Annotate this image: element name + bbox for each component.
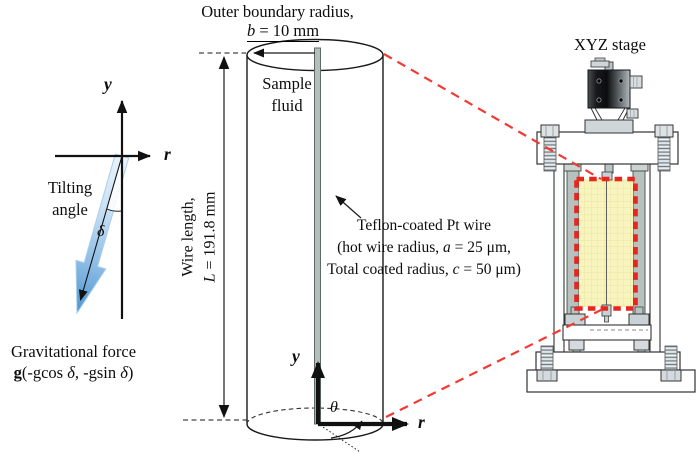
teflon-line3: Total coated radius, c = 50 μm) [327,260,521,278]
base-screw-head-left [536,369,558,382]
delta-label: δ [97,223,105,240]
outer-boundary-text: Outer boundary radius, [201,2,354,21]
cyl-r-axis-label: r [418,412,425,432]
stage-bracket [590,107,630,121]
zoom-connector-top [383,53,602,180]
bottom-flange [562,324,652,341]
wire-length-label: Wire length, [179,197,197,277]
left-r-axis-label: r [164,144,171,164]
teflon-wire-label: Teflon-coated Pt wire (hot wire radius, … [304,215,544,280]
tilting-angle-diagram [55,100,151,319]
gravity-vector-line [78,155,123,301]
wire-plug-stem [604,315,609,323]
flange-bolt-right [633,339,650,351]
outer-boundary-value: b = 10 mm [233,20,333,42]
zoom-link-overlay [383,53,638,418]
base-step [535,351,681,371]
plate-bolt-head-right [654,124,674,138]
plate-screw-thread-right [657,136,671,172]
plate-bolt-head-left [540,124,560,138]
gravitational-force-label: Gravitational force g(-gcos δ, -gsin δ) [0,341,147,383]
tilting-line1: Tilting [47,178,93,197]
teflon-pointer-arrow [335,195,362,219]
xyz-stage-block [587,69,631,109]
flange-bolt-left [568,339,585,351]
wire-length-value: L = 191.8 mm [201,191,219,283]
base-screw-thread-left [540,345,554,372]
cyl-y-axis-label: y [292,346,300,366]
zoom-connector-bottom [385,308,604,418]
xyz-stage-label: XYZ stage [574,35,646,54]
sample-fluid-line2: fluid [271,96,303,115]
bottom-ellipse-front [246,423,384,441]
outer-boundary-value-text: b = 10 mm [246,21,320,42]
theta-label: θ [330,399,338,416]
delta-arc [106,208,123,212]
stage-block-screws [596,78,624,103]
plate-screw-thread-left [543,136,557,172]
theta-reference-line [319,424,361,452]
gravity-line1: Gravitational force [10,342,137,361]
flange-nut-right [628,313,650,326]
base-slab [526,369,696,393]
cylinder-diagram [183,38,409,452]
sample-fluid-label: Sample fluid [248,73,326,117]
stage-mount-block [584,119,634,134]
outer-boundary-label: Outer boundary radius, [175,1,380,22]
base-screw-thread-right [664,345,678,372]
gravity-line2: g(-gcos δ, -gsin δ) [13,363,134,382]
teflon-line2: (hot wire radius, a = 25 μm, [337,238,511,256]
tilting-angle-label: Tilting angle [30,177,110,221]
left-y-axis-label: y [104,74,112,94]
base-screw-head-right [660,369,682,382]
sample-fluid-line1: Sample [262,74,312,93]
teflon-line1: Teflon-coated Pt wire [356,217,492,234]
xyz-stage-apparatus [526,57,696,393]
tilting-line2: angle [52,200,88,219]
side-knob-upper [629,75,643,89]
top-knob [590,60,610,68]
measurement-region-box [574,176,638,311]
side-knob-lower [626,108,639,119]
